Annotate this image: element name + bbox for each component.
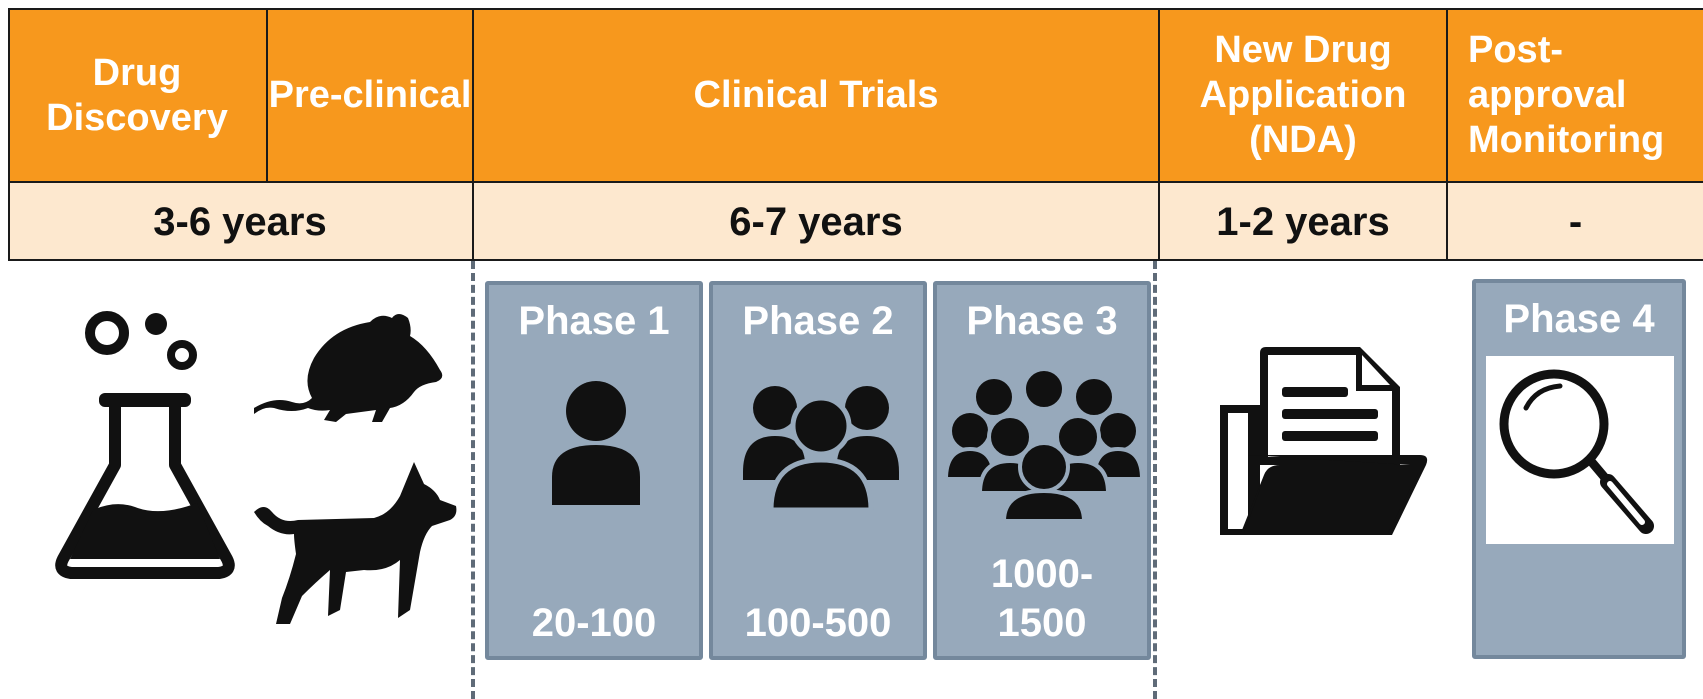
phase-1-panel: Phase 1 20-100 [485, 281, 703, 660]
group-icon [743, 386, 899, 510]
header-post-approval: Post-approval Monitoring [1448, 8, 1703, 183]
person-icon [552, 381, 640, 505]
crowd-icon [946, 369, 1142, 521]
table-row-divider [8, 181, 1703, 183]
table-bottom-border [8, 259, 1703, 261]
header-preclinical: Pre-clinical [268, 8, 474, 183]
phase-4-panel: Phase 4 [1472, 279, 1686, 659]
duration-post-approval: - [1448, 183, 1703, 261]
phase-2-count: 100-500 [744, 601, 892, 646]
document-folder-icon [1220, 347, 1428, 535]
clinical-start-divider [471, 261, 475, 699]
header-nda: New Drug Application (NDA) [1160, 8, 1448, 183]
magnifier-icon [1499, 369, 1654, 534]
header-clinical-trials: Clinical Trials [474, 8, 1160, 183]
flask-icon [55, 311, 235, 579]
mouse-icon [254, 314, 443, 422]
table-top-border [8, 8, 1703, 10]
duration-discovery-preclinical: 3-6 years [8, 183, 474, 261]
phase-4-title: Phase 4 [1503, 297, 1655, 341]
clinical-end-divider [1153, 261, 1157, 699]
phase-2-panel: Phase 2 100-500 [709, 281, 927, 660]
dog-icon [254, 462, 457, 624]
phase-3-title: Phase 3 [966, 299, 1118, 343]
phase-1-title: Phase 1 [518, 299, 670, 343]
table-left-border [8, 8, 10, 261]
header-drug-discovery: Drug Discovery [8, 8, 268, 183]
duration-nda: 1-2 years [1160, 183, 1448, 261]
duration-clinical: 6-7 years [474, 183, 1160, 261]
phase-2-title: Phase 2 [742, 299, 894, 343]
phase-1-count: 20-100 [531, 601, 657, 646]
phase-3-panel: Phase 3 1000-1500 [933, 281, 1151, 660]
phase-3-count: 1000-1500 [990, 552, 1094, 646]
